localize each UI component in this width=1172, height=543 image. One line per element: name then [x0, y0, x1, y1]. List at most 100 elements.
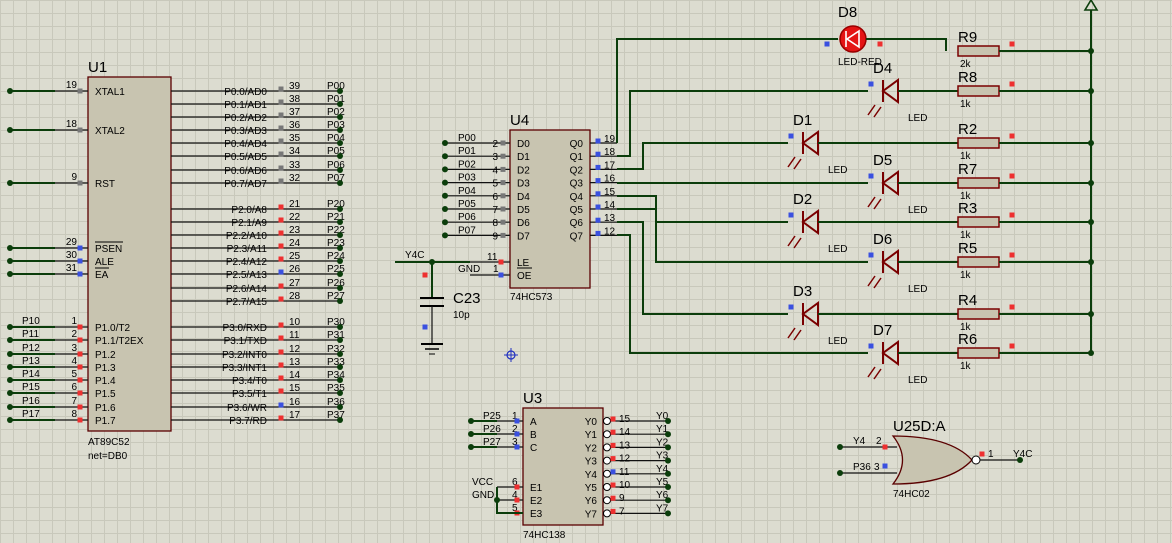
wire-q2-d1[interactable]: [617, 142, 788, 170]
pin-number: 12: [289, 344, 301, 355]
pin-marker: [278, 138, 284, 144]
u3-ref: U3: [523, 390, 542, 407]
wire-d8-r9[interactable]: [866, 38, 947, 51]
pin-name: P0.4/AD4: [224, 139, 267, 150]
light-arrow: [793, 329, 802, 341]
wire-end-dot: [337, 206, 343, 212]
pin-number: 5: [71, 369, 77, 380]
u4-body[interactable]: [509, 129, 591, 289]
wire-q0-d8[interactable]: [616, 38, 838, 143]
net-label: P03: [327, 120, 345, 131]
pin-marker: [788, 133, 794, 139]
wire-end-dot: [337, 271, 343, 277]
pin-marker: [1009, 304, 1015, 310]
pin-name: RST: [95, 179, 115, 190]
pin-marker: [500, 219, 506, 225]
resistor-ref: R6: [958, 331, 977, 348]
wire-q6-d3[interactable]: [617, 221, 788, 315]
light-arrow: [787, 327, 796, 339]
pin-number: 13: [604, 213, 616, 224]
u3-part: 74HC138: [523, 530, 566, 541]
wire-q7-d7[interactable]: [617, 234, 868, 354]
led-ref: D6: [873, 231, 892, 248]
pin-name: P0.5/AD5: [224, 152, 267, 163]
u1-body[interactable]: [87, 76, 172, 432]
pin-name: P0.6/AD6: [224, 166, 267, 177]
pin-marker: [610, 482, 616, 488]
junction-dot: [1088, 88, 1094, 94]
wire-u3-enable-tie[interactable]: [496, 487, 523, 514]
net-label: P25: [483, 411, 501, 422]
wire-q1-d4[interactable]: [617, 90, 868, 157]
wire-end-dot: [7, 127, 13, 133]
light-arrow: [867, 275, 876, 287]
u1-chip[interactable]: U1AT89C52net=DB019XTAL118XTAL29RST29PSEN…: [22, 59, 345, 462]
net-label: P37: [327, 410, 345, 421]
pin-name: LE: [517, 258, 530, 269]
u3-body[interactable]: [522, 407, 604, 526]
wire-q5-d6[interactable]: [617, 208, 868, 263]
diode-triangle: [801, 209, 819, 235]
